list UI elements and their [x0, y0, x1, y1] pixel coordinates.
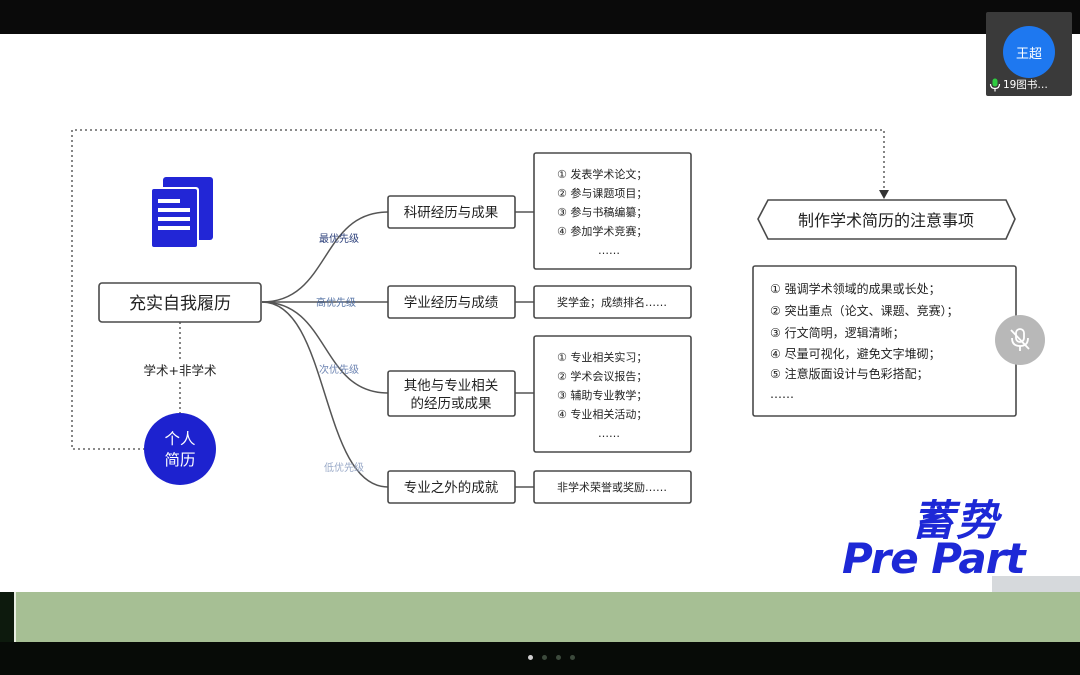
bottom-strip-divider — [14, 592, 16, 642]
logo-chinese: 蓄势 — [912, 496, 1001, 545]
bottom-strip — [0, 592, 1080, 642]
detail-item: ③ 辅助专业教学； — [557, 388, 647, 402]
branch-node-other — [387, 370, 516, 417]
page-dot[interactable] — [570, 655, 575, 660]
branch-title-research: 科研经历与成果 — [404, 205, 499, 221]
bottom-strip-edge — [0, 592, 16, 642]
detail-box-other — [533, 335, 692, 453]
detail-item: …… — [598, 244, 620, 257]
priority-label-1: 最优先级 — [319, 232, 359, 245]
branch-node-research — [387, 195, 516, 229]
branch-curves — [261, 211, 534, 488]
branch-title-other-line1: 其他与专业相关 — [404, 378, 499, 394]
note-item: ⑤ 注意版面设计与色彩搭配； — [770, 366, 929, 381]
priority-label-3: 次优先级 — [319, 363, 359, 376]
note-item: …… — [770, 387, 794, 401]
detail-item: ① 专业相关实习； — [557, 350, 647, 364]
page-indicator-bar — [0, 642, 1080, 675]
participant-info: 19图书… — [989, 77, 1048, 92]
page-dot[interactable] — [556, 655, 561, 660]
top-bar — [0, 0, 1080, 34]
participant-video-tile[interactable]: 王超 19图书… — [986, 12, 1072, 96]
branch-title-nonacademic: 专业之外的成就 — [404, 480, 499, 496]
detail-item: ② 学术会议报告； — [557, 369, 647, 383]
arrow-head — [879, 190, 889, 199]
notes-title: 制作学术简历的注意事项 — [798, 211, 974, 230]
detail-item: 奖学金；成绩排名…… — [557, 295, 667, 309]
shared-slide: 充实自我履历 学术+非学术 个人 简历 最优先级 高优先级 次优先级 低优先级 … — [0, 34, 1080, 592]
detail-item: …… — [598, 427, 620, 440]
branch-title-academic: 学业经历与成绩 — [404, 295, 499, 311]
page-dot-active[interactable] — [528, 655, 533, 660]
detail-item: ④ 专业相关活动； — [557, 407, 647, 421]
branch-title-other-line2: 的经历或成果 — [411, 396, 492, 412]
branch-node-academic — [387, 285, 516, 319]
detail-item: ④ 参加学术竞赛； — [557, 224, 647, 238]
detail-box-research — [533, 152, 692, 270]
circle-label-line1: 个人 — [164, 430, 195, 448]
logo-english: Pre Part — [842, 534, 1026, 583]
detail-box-academic — [533, 285, 692, 319]
dotted-connector — [71, 129, 885, 450]
detail-item: ③ 参与书稿编纂； — [557, 205, 647, 219]
detail-item: 非学术荣誉或奖励…… — [557, 480, 667, 494]
note-item: ② 突出重点（论文、课题、竞赛）； — [770, 303, 959, 318]
connector-label: 学术+非学术 — [144, 363, 217, 378]
root-node-label: 充实自我履历 — [129, 294, 231, 314]
mic-muted-icon — [1010, 328, 1030, 351]
resume-circle — [144, 413, 216, 485]
detail-box-nonacademic — [533, 470, 692, 504]
priority-label-4: 低优先级 — [324, 461, 364, 474]
avatar: 王超 — [1003, 26, 1055, 78]
microphone-icon — [989, 78, 1001, 91]
root-node — [98, 282, 262, 323]
detail-item: ② 参与课题项目； — [557, 186, 647, 200]
document-icon — [150, 177, 213, 249]
circle-label-line2: 简历 — [164, 451, 195, 469]
participant-name: 19图书… — [1003, 79, 1048, 91]
notes-title-box — [757, 199, 1016, 240]
note-item: ③ 行文简明，逻辑清晰； — [770, 325, 905, 340]
page-dot[interactable] — [542, 655, 547, 660]
mind-map-diagram: 充实自我履历 学术+非学术 个人 简历 最优先级 高优先级 次优先级 低优先级 … — [71, 129, 1017, 504]
detail-item: ① 发表学术论文； — [557, 167, 647, 181]
note-item: ④ 尽量可视化，避免文字堆砌； — [770, 346, 941, 361]
page-indicator-dots[interactable] — [528, 655, 575, 660]
priority-label-2: 高优先级 — [316, 296, 356, 309]
logo-corner-patch — [992, 576, 1080, 592]
mic-mute-button[interactable] — [995, 315, 1045, 365]
note-item: ① 强调学术领域的成果或长处； — [770, 281, 941, 296]
branch-node-nonacademic — [387, 470, 516, 504]
